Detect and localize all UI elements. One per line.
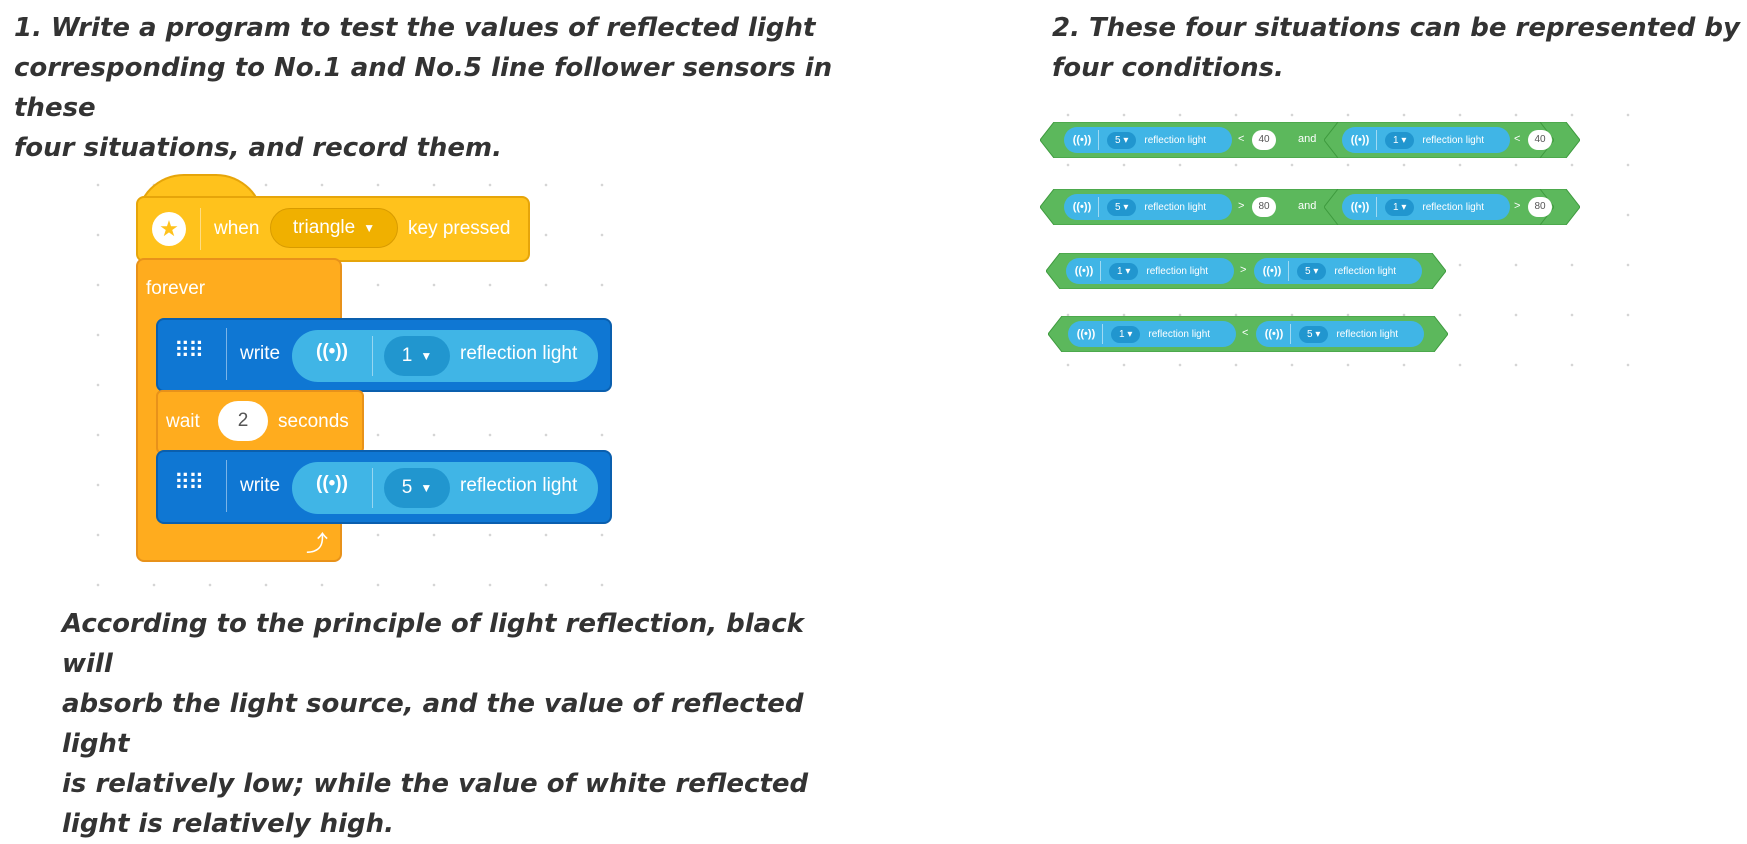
- separator: [1100, 261, 1101, 281]
- condition-2-reporter-b[interactable]: ((•)) 1 ▾ reflection light: [1342, 194, 1510, 220]
- separator: [1102, 324, 1103, 344]
- port-dropdown[interactable]: 1 ▾: [1109, 262, 1139, 280]
- loop-arrow-icon: ⤴: [306, 531, 329, 556]
- port-value: 1: [1393, 134, 1399, 146]
- port-dropdown[interactable]: 5 ▾: [1107, 131, 1137, 149]
- condition-4-reporter-a[interactable]: ((•)) 1 ▾ reflection light: [1068, 321, 1236, 347]
- star-icon: ★: [152, 212, 186, 246]
- port-value: 5: [1307, 328, 1313, 340]
- led-matrix-icon: ⠿⠿: [174, 470, 204, 495]
- operator-symbol: <: [1238, 133, 1245, 145]
- chevron-down-icon: ▼: [420, 349, 433, 363]
- wait-seconds-input[interactable]: 2: [218, 401, 268, 441]
- left-heading: 1. Write a program to test the values of…: [14, 13, 833, 163]
- port-dropdown[interactable]: 5 ▾: [1299, 325, 1329, 343]
- forever-label: forever: [146, 278, 206, 299]
- led-matrix-icon: ⠿⠿: [174, 338, 204, 363]
- port-dropdown[interactable]: 1 ▾: [1111, 325, 1141, 343]
- write-separator-2: [226, 460, 227, 512]
- and-label: and: [1298, 133, 1317, 145]
- chevron-down-icon: ▼: [363, 221, 376, 235]
- port-value-1: 1: [401, 345, 413, 366]
- port-value: 5: [1115, 201, 1121, 213]
- port-dropdown-2[interactable]: 5▼: [384, 468, 450, 508]
- sensor-wave-icon: ((•)): [316, 341, 348, 362]
- seconds-label: seconds: [278, 411, 349, 432]
- separator: [1376, 130, 1377, 150]
- reporter-label-1: reflection light: [460, 343, 578, 364]
- sensor-wave-icon: ((•)): [1262, 265, 1282, 277]
- condition-3-reporter-b[interactable]: ((•)) 5 ▾ reflection light: [1254, 258, 1422, 284]
- write-label-1: write: [240, 343, 281, 364]
- reporter-label: reflection light: [1146, 265, 1209, 277]
- operator-symbol: <: [1242, 327, 1249, 339]
- reporter-label: reflection light: [1144, 134, 1207, 146]
- port-dropdown[interactable]: 5 ▾: [1107, 198, 1137, 216]
- reporter-label: reflection light: [1148, 328, 1211, 340]
- reporter-separator-2: [372, 468, 373, 508]
- and-label: and: [1298, 200, 1317, 212]
- write-label-2: write: [240, 475, 281, 496]
- sensor-wave-icon: ((•)): [1264, 328, 1284, 340]
- sensor-wave-icon: ((•)): [1072, 201, 1092, 213]
- port-value-2: 5: [401, 477, 413, 498]
- wait-value: 2: [237, 410, 249, 431]
- wait-label: wait: [166, 411, 200, 432]
- sensor-wave-icon: ((•)): [1072, 134, 1092, 146]
- reporter-label-2: reflection light: [460, 475, 578, 496]
- condition-1-reporter-a[interactable]: ((•)) 5 ▾ reflection light: [1064, 127, 1232, 153]
- reporter-separator-1: [372, 336, 373, 376]
- key-dropdown-value: triangle: [292, 217, 356, 238]
- reporter-label: reflection light: [1336, 328, 1399, 340]
- operator-symbol: <: [1514, 133, 1521, 145]
- sensor-wave-icon: ((•)): [1074, 265, 1094, 277]
- reporter-label: reflection light: [1422, 201, 1485, 213]
- when-label: when: [214, 218, 260, 239]
- port-dropdown-1[interactable]: 1▼: [384, 336, 450, 376]
- condition-1-reporter-b[interactable]: ((•)) 1 ▾ reflection light: [1342, 127, 1510, 153]
- reporter-label: reflection light: [1422, 134, 1485, 146]
- sensor-wave-icon: ((•)): [1350, 134, 1370, 146]
- port-dropdown[interactable]: 1 ▾: [1385, 131, 1415, 149]
- reporter-label: reflection light: [1144, 201, 1207, 213]
- sensor-wave-icon: ((•)): [1076, 328, 1096, 340]
- separator: [1288, 261, 1289, 281]
- separator: [1376, 197, 1377, 217]
- write-separator-1: [226, 328, 227, 380]
- reflection-principle-note: According to the principle of light refl…: [62, 609, 809, 839]
- number-input[interactable]: 40: [1528, 130, 1552, 150]
- operator-symbol: >: [1240, 264, 1247, 276]
- operator-symbol: >: [1514, 200, 1521, 212]
- port-value: 1: [1117, 265, 1123, 277]
- key-dropdown[interactable]: triangle ▼: [270, 208, 398, 248]
- key-pressed-label: key pressed: [408, 218, 511, 239]
- right-heading: 2. These four situations can be represen…: [1052, 13, 1740, 83]
- port-dropdown[interactable]: 5 ▾: [1297, 262, 1327, 280]
- port-value: 5: [1115, 134, 1121, 146]
- number-input[interactable]: 40: [1252, 130, 1276, 150]
- sensor-wave-icon: ((•)): [316, 473, 348, 494]
- port-dropdown[interactable]: 1 ▾: [1385, 198, 1415, 216]
- port-value: 5: [1305, 265, 1311, 277]
- operator-symbol: >: [1238, 200, 1245, 212]
- separator: [1098, 197, 1099, 217]
- hat-separator: [200, 208, 201, 250]
- sensor-wave-icon: ((•)): [1350, 201, 1370, 213]
- condition-4-reporter-b[interactable]: ((•)) 5 ▾ reflection light: [1256, 321, 1424, 347]
- number-input[interactable]: 80: [1252, 197, 1276, 217]
- separator: [1098, 130, 1099, 150]
- number-input[interactable]: 80: [1528, 197, 1552, 217]
- condition-3-reporter-a[interactable]: ((•)) 1 ▾ reflection light: [1066, 258, 1234, 284]
- chevron-down-icon: ▼: [420, 481, 433, 495]
- port-value: 1: [1119, 328, 1125, 340]
- port-value: 1: [1393, 201, 1399, 213]
- condition-2-reporter-a[interactable]: ((•)) 5 ▾ reflection light: [1064, 194, 1232, 220]
- reporter-label: reflection light: [1334, 265, 1397, 277]
- separator: [1290, 324, 1291, 344]
